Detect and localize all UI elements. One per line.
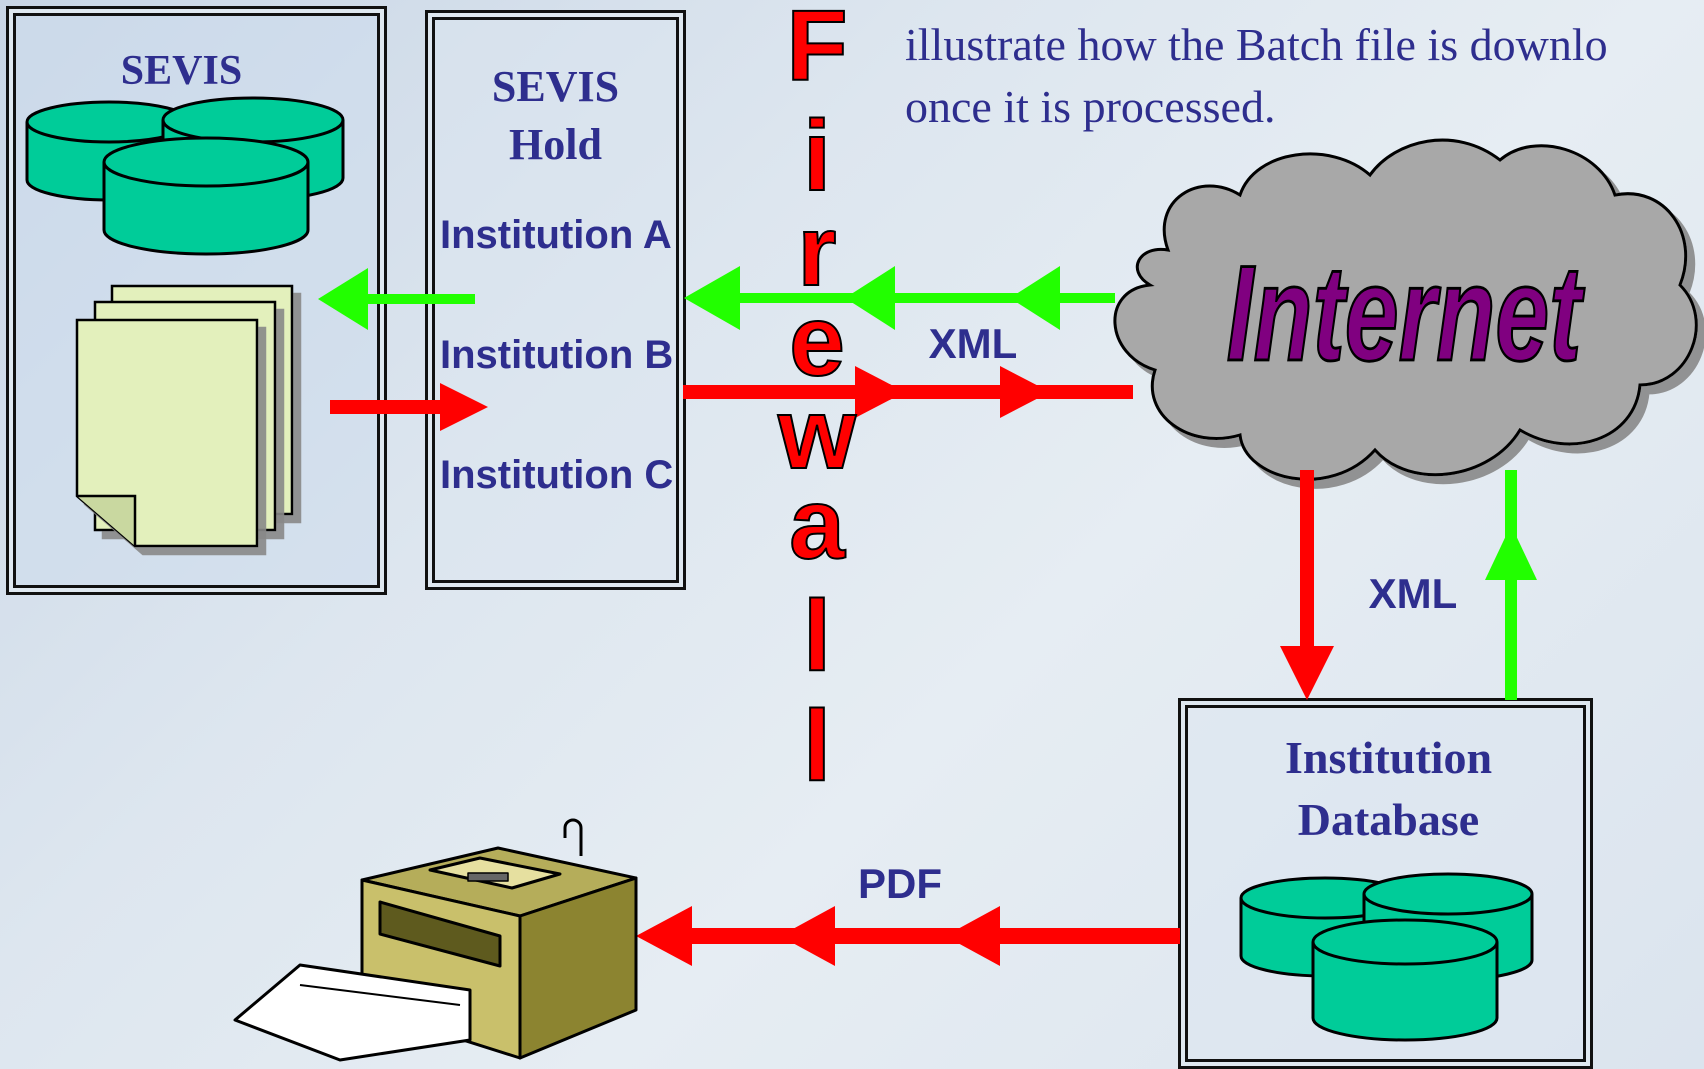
sevis-title: SEVIS <box>120 48 243 94</box>
firewall-letter-r: r <box>798 195 837 307</box>
institution-a-label: Institution A <box>440 213 672 257</box>
green-arrow-to-sevis <box>318 268 475 330</box>
institution-b-label: Institution B <box>440 333 674 377</box>
internet-label: Internet <box>1227 237 1586 389</box>
pdf-label: PDF <box>858 860 942 907</box>
intro-line-2: once it is processed. <box>905 81 1276 132</box>
cloud-icon <box>1113 138 1698 481</box>
institution-c-label: Institution C <box>440 453 674 497</box>
firewall-letter-w: w <box>777 378 856 490</box>
green-arrow-internet-to-hold <box>684 266 1115 330</box>
database-cylinder-icon <box>25 96 345 256</box>
hold-title-line-1: SEVIS <box>491 62 620 111</box>
red-arrow-to-hold <box>330 383 488 431</box>
firewall-letter-l1: l <box>803 580 831 692</box>
document-stack-icon <box>75 284 294 548</box>
firewall-letter-f: F <box>786 0 847 102</box>
institution-database-icon <box>1239 872 1534 1042</box>
intro-text: illustrate how the Batch file is downlo … <box>905 14 1608 138</box>
red-arrow-db-to-printer <box>636 906 1180 966</box>
firewall-letter-l2: l <box>803 690 831 802</box>
xml-label-top: XML <box>929 320 1018 367</box>
green-arrow-db-to-internet <box>1485 470 1537 700</box>
red-arrow-hold-to-internet <box>683 366 1133 418</box>
printer-icon <box>233 818 638 1062</box>
institution-db-line-2: Database <box>1297 794 1480 845</box>
firewall-letter-a: a <box>789 468 846 580</box>
firewall-letter-e: e <box>789 285 845 397</box>
red-arrow-internet-to-db <box>1280 470 1334 700</box>
institution-db-line-1: Institution <box>1284 732 1493 783</box>
firewall-text: F i r e w a l l <box>776 0 857 803</box>
intro-line-1: illustrate how the Batch file is downlo <box>905 19 1608 70</box>
xml-label-right: XML <box>1369 570 1458 617</box>
hold-title-line-2: Hold <box>509 120 602 169</box>
firewall-letter-i: i <box>803 100 831 212</box>
